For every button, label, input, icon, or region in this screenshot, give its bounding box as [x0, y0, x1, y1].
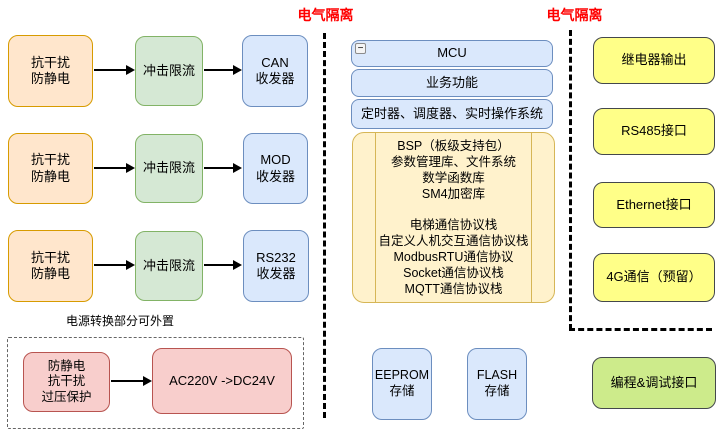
can-transceiver-box: CAN 收发器 — [242, 35, 308, 107]
flow-arrow — [204, 65, 242, 75]
bsp-libs-text: BSP（板级支持包） 参数管理库、文件系统 数学函数库 SM4加密库 — [390, 139, 516, 201]
power-note-label: 电源转换部分可外置 — [65, 314, 174, 328]
flow-arrow — [204, 260, 242, 270]
subroutine-side-line — [375, 133, 376, 302]
collapse-icon[interactable]: − — [355, 43, 366, 54]
isolation-divider-right-horizontal — [569, 328, 712, 331]
isolation-divider-right — [569, 30, 572, 330]
ethernet-port-box: Ethernet接口 — [593, 182, 715, 228]
eeprom-box: EEPROM 存储 — [372, 348, 432, 420]
emi-protection-box: 抗干扰 防静电 — [8, 133, 93, 204]
emi-protection-box: 抗干扰 防静电 — [8, 230, 93, 302]
flow-arrow — [94, 163, 135, 173]
firmware-stack-box: BSP（板级支持包） 参数管理库、文件系统 数学函数库 SM4加密库 电梯通信协… — [352, 132, 555, 303]
surge-limit-box: 冲击限流 — [135, 231, 203, 301]
flash-box: FLASH 存储 — [467, 348, 527, 420]
subroutine-side-line — [531, 133, 532, 302]
flow-arrow — [94, 260, 135, 270]
protocol-stacks-text: 电梯通信协议栈 自定义人机交互通信协议栈 ModbusRTU通信协议 Socke… — [378, 218, 529, 296]
emi-protection-box: 抗干扰 防静电 — [8, 35, 93, 107]
power-module-container — [7, 337, 304, 429]
rs232-transceiver-box: RS232 收发器 — [243, 230, 309, 302]
business-function-row: 业务功能 — [351, 69, 553, 97]
relay-output-box: 继电器输出 — [593, 37, 715, 84]
isolation-divider-left — [323, 33, 326, 418]
mod-transceiver-box: MOD 收发器 — [243, 133, 308, 204]
surge-limit-box: 冲击限流 — [135, 134, 203, 203]
electrical-isolation-label-right: 电气隔离 — [546, 7, 603, 23]
ac-dc-converter-box: AC220V ->DC24V — [152, 348, 292, 414]
flow-arrow — [111, 376, 152, 386]
rtos-row: 定时器、调度器、实时操作系统 — [351, 99, 553, 129]
power-protection-box: 防静电 抗干扰 过压保护 — [23, 352, 110, 412]
surge-limit-box: 冲击限流 — [135, 36, 203, 106]
mcu-title-row: MCU — [351, 40, 553, 67]
rs485-port-box: RS485接口 — [593, 108, 715, 155]
debug-port-box: 编程&调试接口 — [592, 357, 716, 409]
electrical-isolation-label-left: 电气隔离 — [297, 7, 354, 23]
4g-module-box: 4G通信（预留） — [593, 253, 715, 302]
flow-arrow — [94, 65, 135, 75]
flow-arrow — [204, 163, 242, 173]
